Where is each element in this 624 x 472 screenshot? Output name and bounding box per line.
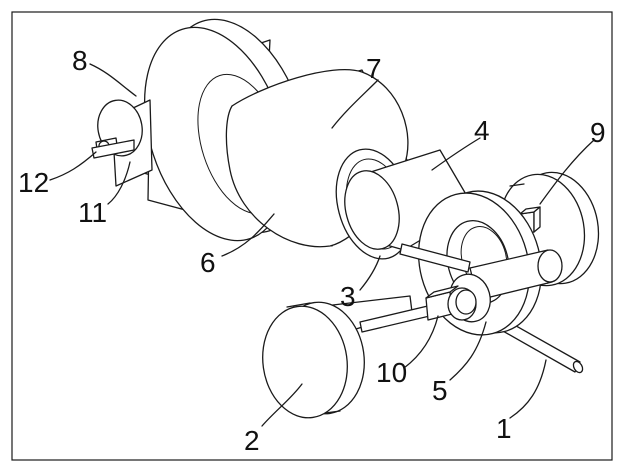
label-part-9: 9 (590, 117, 606, 148)
label-part-6: 6 (200, 247, 216, 278)
leader-3 (359, 255, 381, 291)
leader-7 (331, 79, 379, 129)
leader-10 (403, 315, 439, 369)
label-part-1: 1 (496, 413, 512, 444)
left-hub (91, 99, 153, 187)
drawing-frame (11, 11, 613, 461)
leader-11 (107, 161, 131, 205)
label-part-10: 10 (376, 357, 407, 388)
label-part-5: 5 (432, 375, 448, 406)
leader-lines (49, 63, 595, 427)
label-part-3: 3 (340, 281, 356, 312)
part-labels: 1 2 3 4 5 6 7 8 9 10 11 12 (18, 45, 606, 456)
label-part-2: 2 (244, 425, 260, 456)
leader-8 (89, 63, 137, 97)
label-part-4: 4 (474, 115, 490, 146)
leader-6 (221, 213, 275, 257)
leader-2 (261, 383, 303, 427)
label-part-8: 8 (72, 45, 88, 76)
leader-9 (539, 139, 595, 205)
leader-5 (449, 321, 487, 381)
leader-12 (49, 151, 97, 181)
leader-4 (431, 137, 481, 171)
label-part-7: 7 (366, 53, 382, 84)
label-part-12: 12 (18, 167, 49, 198)
label-part-11: 11 (78, 197, 107, 228)
block-part-10 (425, 285, 477, 321)
leader-1 (509, 359, 547, 419)
rod-part-3 (399, 243, 471, 273)
